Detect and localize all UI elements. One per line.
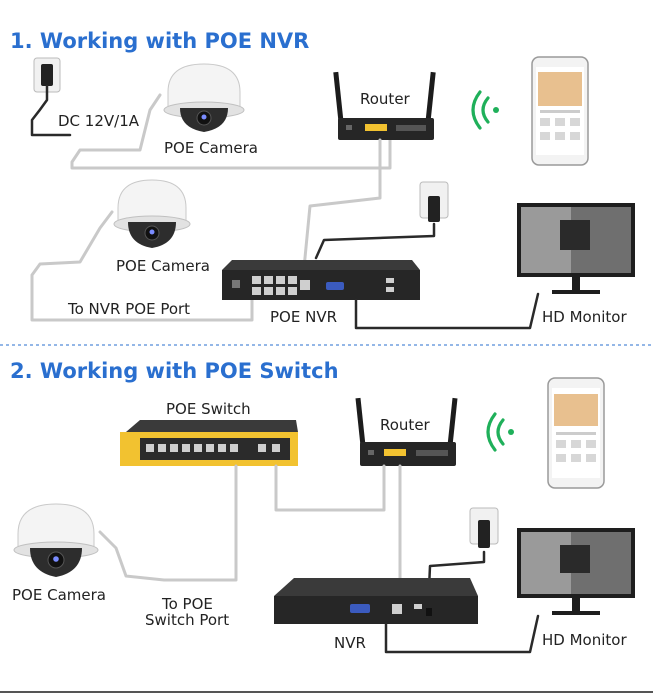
dc-power-label: DC 12V/1A: [58, 112, 140, 130]
switch-port-label-line1: To POE: [161, 595, 213, 613]
switch-router-cable: [274, 464, 386, 512]
poe-nvr-device: [222, 260, 420, 300]
router-b-label: Router: [380, 416, 431, 434]
router-nvr-cable: [302, 138, 382, 270]
section1-title: 1. Working with POE NVR: [10, 29, 309, 53]
wall-outlet-icon: [33, 57, 61, 93]
poe-camera-a: [163, 63, 245, 132]
poe-camera-b: [113, 179, 191, 248]
router-a: [333, 71, 436, 140]
smartphone-icon: [547, 377, 605, 489]
section2-title: 2. Working with POE Switch: [10, 359, 339, 383]
poe-switch-device: [120, 420, 298, 466]
wifi-icon: [471, 90, 499, 130]
poe-camera-c: [13, 503, 99, 577]
hd-monitor-a: [517, 203, 635, 294]
hd-monitor-b: [517, 528, 635, 615]
camera-b-label: POE Camera: [116, 257, 210, 275]
switch-port-label-line2: Switch Port: [145, 611, 229, 629]
hdmi-cable-2: [384, 614, 540, 654]
camera-b-cable: [30, 210, 254, 322]
section-poe-switch: 2. Working with POE Switch POE Switch: [10, 359, 635, 654]
camera-a-cable: [70, 93, 392, 170]
nvr-label: POE NVR: [270, 308, 337, 326]
monitor-b-label: HD Monitor: [542, 631, 627, 649]
router-a-label: Router: [360, 90, 411, 108]
section-poe-nvr: 1. Working with POE NVR DC 12V/1A POE Ca…: [10, 29, 635, 330]
nvr-port-label: To NVR POE Port: [67, 300, 190, 318]
wall-outlet-icon: [419, 181, 449, 222]
nvr-b-label: NVR: [334, 634, 366, 652]
monitor-a-label: HD Monitor: [542, 308, 627, 326]
power-cable: [30, 84, 72, 137]
camera-c-cable: [98, 464, 238, 582]
router-b: [355, 397, 458, 466]
nvr-device: [274, 578, 478, 624]
wifi-icon: [486, 412, 514, 452]
wall-outlet-icon: [469, 507, 499, 548]
switch-label: POE Switch: [166, 400, 251, 418]
camera-c-label: POE Camera: [12, 586, 106, 604]
camera-a-label: POE Camera: [164, 139, 258, 157]
hdmi-cable: [354, 292, 540, 330]
smartphone-icon: [531, 56, 589, 166]
nvr-power-cable: [314, 222, 436, 260]
